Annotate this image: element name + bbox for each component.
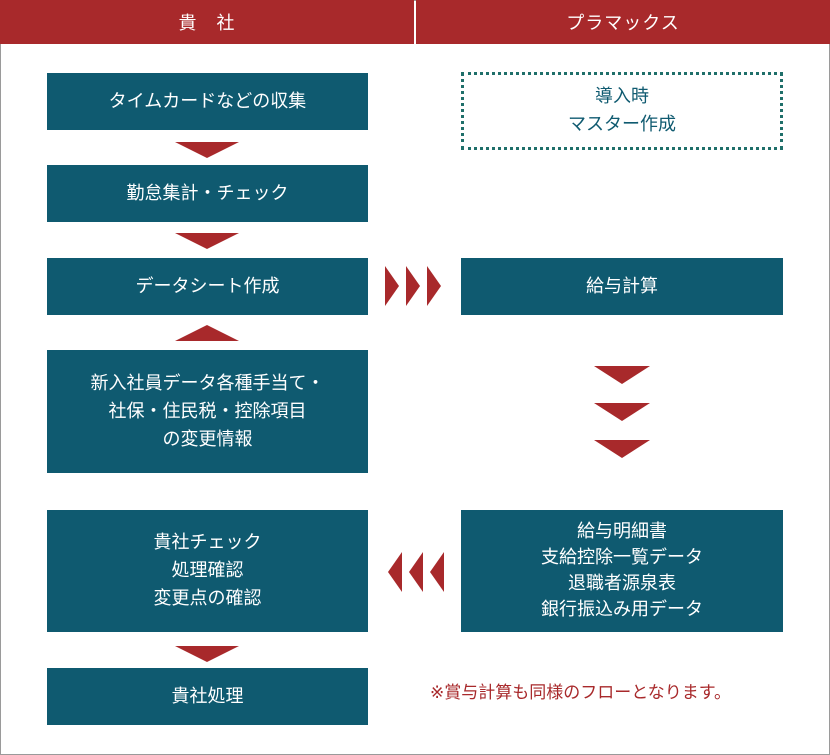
arrow-up-icon: [175, 325, 239, 341]
step-label: 新入社員データ各種手当て・: [90, 372, 325, 394]
step-label: 社保・住民税・控除項目: [108, 400, 307, 422]
step-label: 給与明細書: [577, 521, 667, 542]
step-data-sheet: データシート作成: [47, 258, 368, 315]
step-label: マスター作成: [568, 114, 676, 135]
step-label: の変更情報: [162, 428, 253, 450]
step-label: タイムカードなどの収集: [108, 90, 307, 112]
header-pramax: プラマックス: [416, 0, 830, 44]
step-label: 貴社チェック: [153, 532, 262, 553]
step-label: 導入時: [595, 86, 649, 107]
step-collect-timecards: タイムカードなどの収集: [47, 73, 368, 130]
step-label: 勤怠集計・チェック: [126, 182, 289, 204]
step-label: 銀行振込み用データ: [541, 599, 703, 620]
step-label: 貴社処理: [171, 685, 244, 707]
step-label: 処理確認: [171, 560, 244, 581]
arrow-down-icon: [175, 233, 239, 249]
step-label: 給与計算: [586, 275, 658, 297]
header-client: 貴 社: [0, 0, 414, 44]
arrow-down-icon: [175, 142, 239, 158]
arrow-right-icon: [427, 266, 441, 306]
arrow-down-icon: [594, 366, 650, 384]
step-attendance-check: 勤怠集計・チェック: [47, 165, 368, 222]
step-label: データシート作成: [135, 275, 280, 297]
arrow-right-icon: [406, 266, 420, 306]
arrow-down-icon: [175, 646, 239, 662]
step-intro-master-setup: 導入時 マスター作成: [461, 72, 783, 150]
bonus-note: ※賞与計算も同様のフローとなります。: [430, 683, 732, 703]
arrow-right-icon: [385, 266, 399, 306]
step-label: 変更点の確認: [153, 588, 262, 609]
arrow-down-icon: [594, 440, 650, 458]
step-output-documents: 給与明細書 支給控除一覧データ 退職者源泉表 銀行振込み用データ: [461, 510, 783, 632]
step-label: 支給控除一覧データ: [541, 547, 703, 568]
step-label: 退職者源泉表: [568, 573, 676, 594]
arrow-left-icon: [409, 552, 423, 592]
arrow-left-icon: [430, 552, 444, 592]
step-payroll-calculation: 給与計算: [461, 258, 783, 315]
step-client-check: 貴社チェック 処理確認 変更点の確認: [47, 510, 368, 632]
step-client-processing: 貴社処理: [47, 668, 368, 725]
arrow-left-icon: [388, 552, 402, 592]
arrow-down-icon: [594, 403, 650, 421]
step-change-info: 新入社員データ各種手当て・ 社保・住民税・控除項目 の変更情報: [47, 350, 368, 473]
